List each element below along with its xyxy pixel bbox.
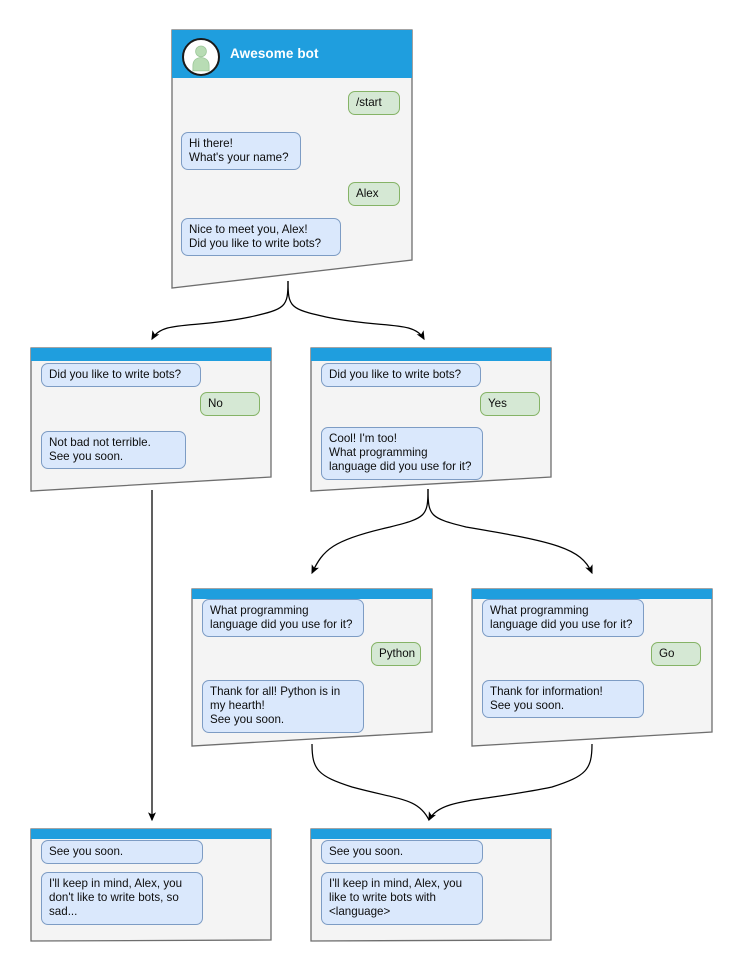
message-bubble-bot: Cool! I'm too! What programming language… [321,427,483,480]
message-bubble-bot: I'll keep in mind, Alex, you don't like … [41,872,203,925]
message-bubble-user: Alex [348,182,400,207]
edge-go-to-end-happy [428,743,593,822]
node-answer-no[interactable]: Did you like to write bots? No Not bad n… [30,347,272,493]
node-root-title: Awesome bot [230,46,319,61]
message-bubble-bot: Nice to meet you, Alex! Did you like to … [181,218,341,257]
edge-yes-to-python [311,488,429,575]
node-lang-go[interactable]: What programming language did you use fo… [471,588,713,748]
node-answer-no-header [31,348,271,361]
message-bubble-bot: What programming language did you use fo… [202,599,364,638]
message-bubble-bot: Hi there! What's your name? [181,132,301,171]
node-end-sad[interactable]: See you soon. I'll keep in mind, Alex, y… [30,828,272,942]
message-bubble-bot: See you soon. [321,840,483,865]
message-bubble-bot: I'll keep in mind, Alex, you like to wri… [321,872,483,925]
message-bubble-bot: Thank for all! Python is in my hearth! S… [202,680,364,733]
message-bubble-bot: Did you like to write bots? [321,363,481,388]
message-bubble-user: Python [371,642,421,667]
node-lang-python-header [192,589,432,599]
message-bubble-bot: Not bad not terrible. See you soon. [41,431,186,470]
node-end-happy[interactable]: See you soon. I'll keep in mind, Alex, y… [310,828,552,942]
edge-python-to-end-happy [311,743,430,821]
node-answer-yes-header [311,348,551,361]
node-lang-python[interactable]: What programming language did you use fo… [191,588,433,748]
message-bubble-user: No [200,392,260,417]
message-bubble-bot: See you soon. [41,840,203,865]
message-bubble-user: /start [348,91,400,116]
message-bubble-user: Yes [480,392,540,417]
edge-yes-to-go [427,488,593,575]
node-answer-yes[interactable]: Did you like to write bots? Yes Cool! I'… [310,347,552,493]
message-bubble-bot: What programming language did you use fo… [482,599,644,638]
node-end-happy-header [311,829,551,839]
message-bubble-user: Go [651,642,701,667]
message-bubble-bot: Did you like to write bots? [41,363,201,388]
message-bubble-bot: Thank for information! See you soon. [482,680,644,719]
node-end-sad-header [31,829,271,839]
person-avatar-icon [182,38,220,76]
node-root[interactable]: Awesome bot /start Hi there! What's your… [170,28,414,290]
node-lang-go-header [472,589,712,599]
